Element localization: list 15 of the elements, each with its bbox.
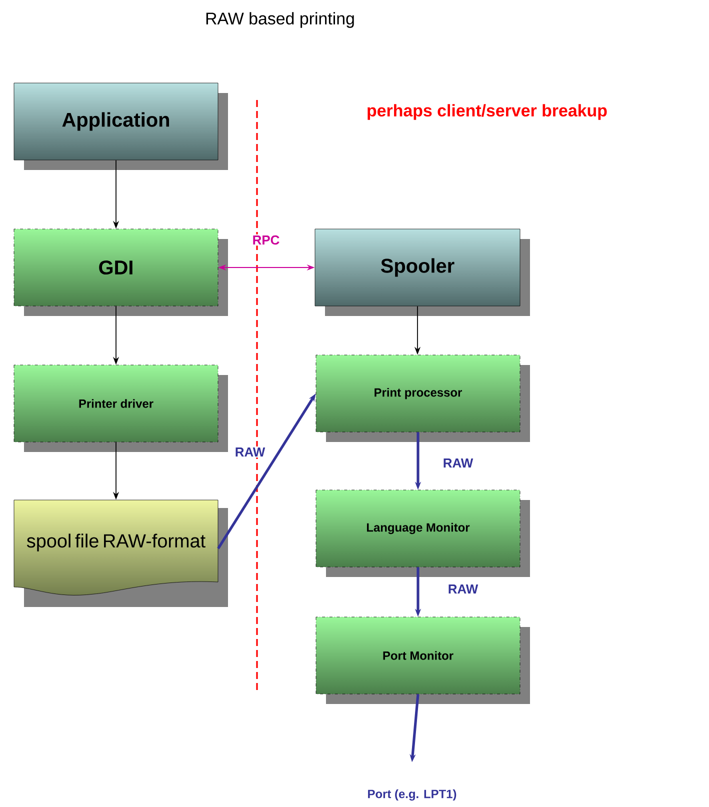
process-box: Application [14, 82, 228, 170]
edge-label: RAW [444, 458, 474, 468]
edge-label: RAW [448, 584, 478, 594]
process-box: GDI [14, 228, 228, 316]
process-box: Language Monitor [316, 490, 530, 577]
process-box: Spooler [314, 228, 530, 316]
port-label: Port (e.g. LPT1) [368, 789, 456, 801]
process-box: Port Monitor [316, 616, 530, 704]
title: RAW based printing [206, 12, 354, 28]
process-box: Printer driver [14, 364, 228, 452]
note: perhaps client/server breakup [368, 104, 607, 120]
edge-label: RAW [236, 448, 266, 456]
process-box: Print processor [316, 354, 530, 442]
process-box: spool file RAW-format [14, 500, 228, 607]
edge-label: RPC [253, 235, 280, 245]
